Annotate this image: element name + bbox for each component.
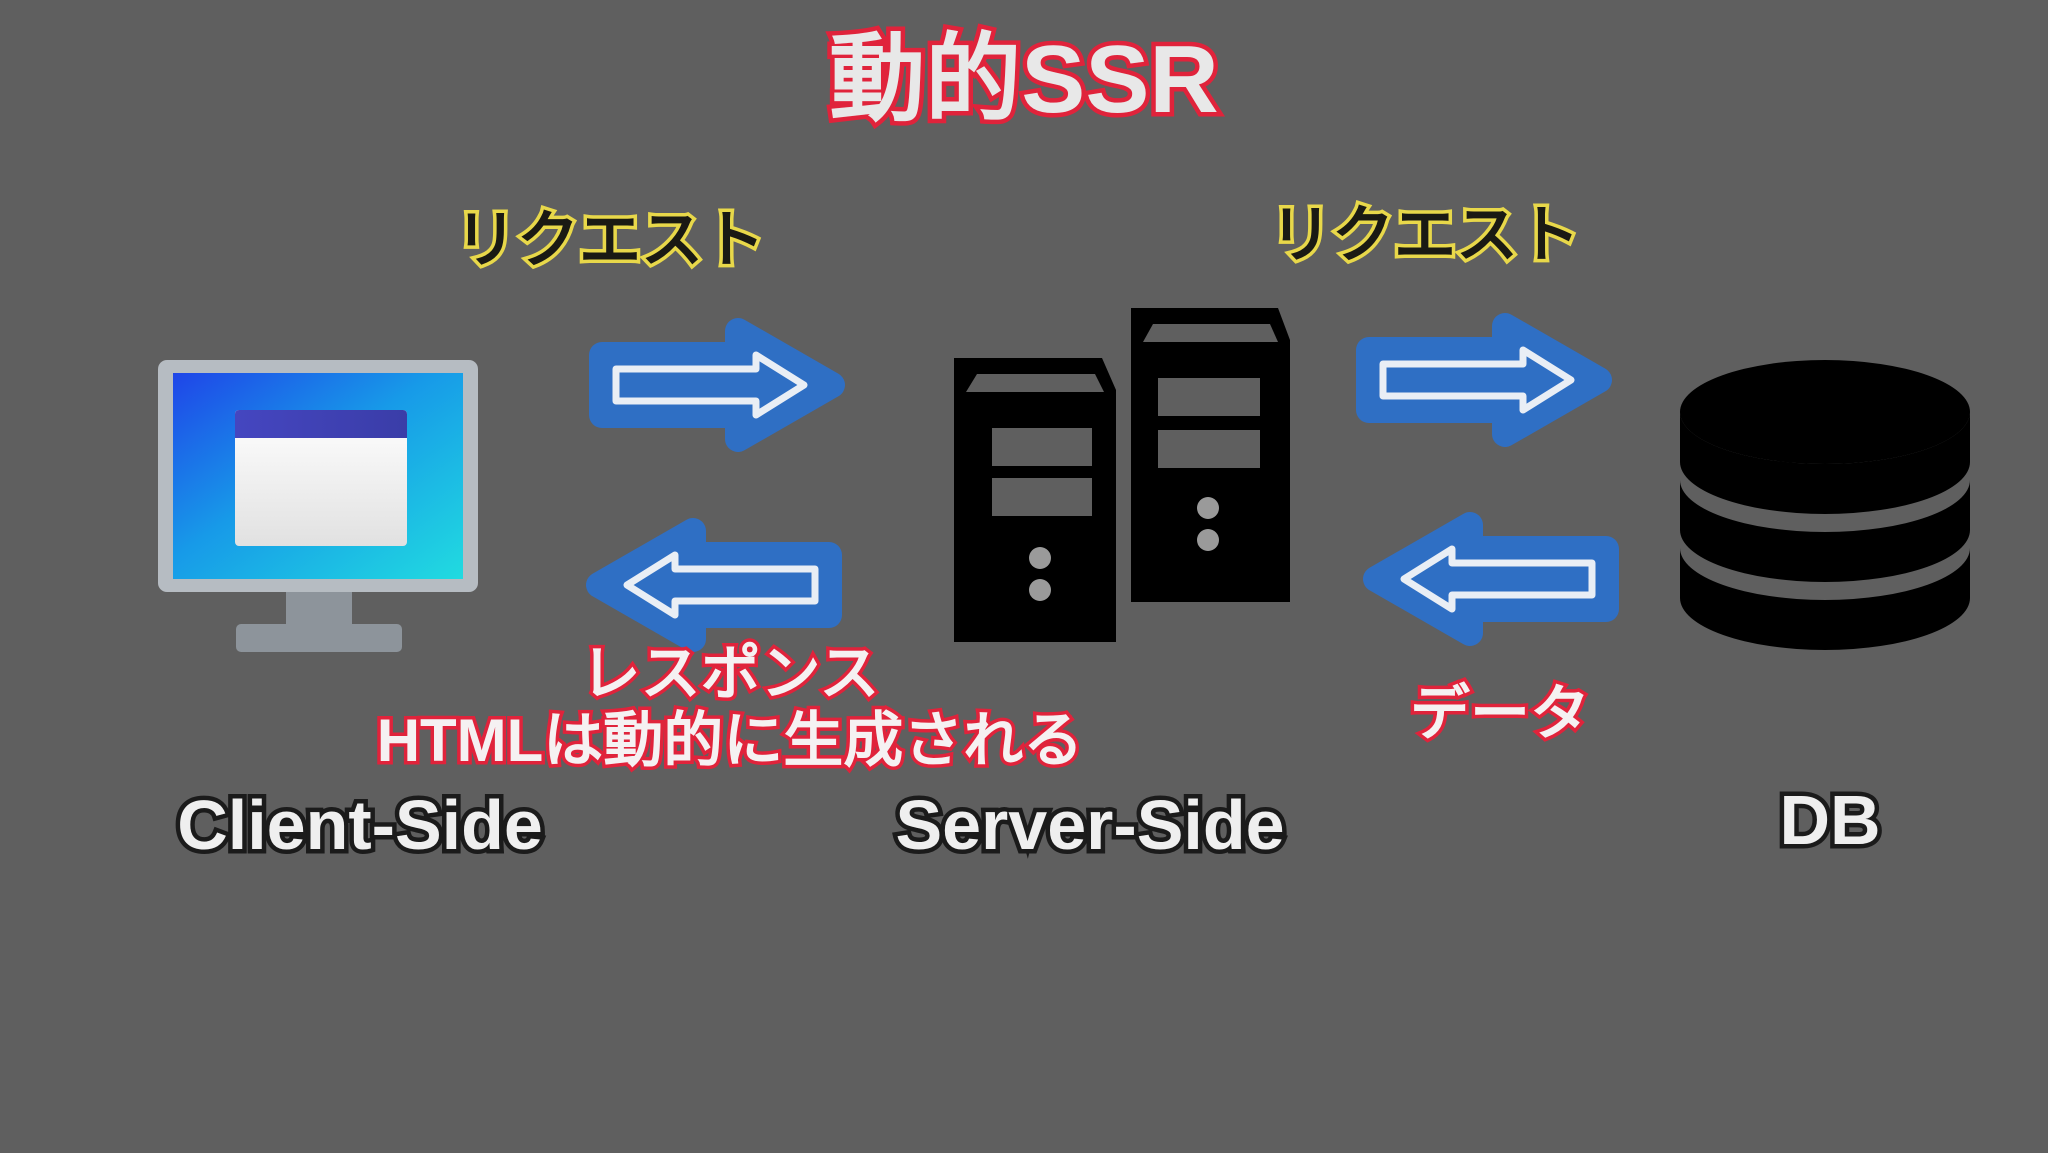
arrow-request-client-to-server — [588, 318, 845, 452]
node-label-server-side: Server-Side — [891, 786, 1289, 865]
label-request-server-to-db: リクエスト — [1266, 201, 1583, 270]
monitor-icon — [140, 340, 500, 660]
database-cylinder-icon — [1670, 330, 1980, 650]
arrow-data-db-to-server — [1355, 512, 1620, 646]
label-response-line2: HTMLは動的に生成される — [373, 704, 1087, 778]
label-data-from-db: データ — [1407, 676, 1594, 750]
server-towers-icon — [940, 290, 1300, 650]
label-request-client-to-server: リクエスト — [451, 206, 768, 275]
arrow-response-server-to-client — [578, 518, 843, 652]
label-response: レスポンス HTMLは動的に生成される — [320, 636, 1140, 778]
node-label-db: DB — [1775, 781, 1885, 860]
label-response-line1: レスポンス — [577, 636, 883, 710]
node-label-client-side: Client-Side — [173, 786, 548, 865]
page-title: 動的SSR — [825, 25, 1223, 135]
arrow-request-server-to-db — [1355, 313, 1612, 447]
